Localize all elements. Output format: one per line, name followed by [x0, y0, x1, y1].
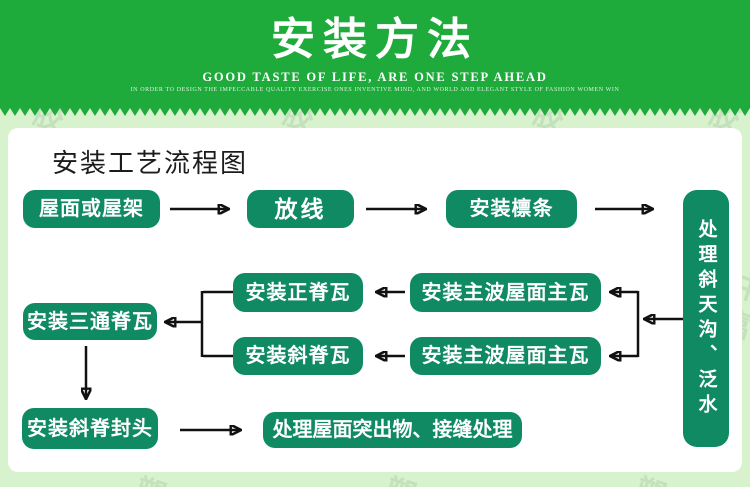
- node-roof-or-truss: 屋面或屋架: [23, 190, 160, 228]
- header-banner: 安装方法 GOOD TASTE OF LIFE, ARE ONE STEP AH…: [0, 0, 750, 108]
- node-layout-line: 放线: [247, 190, 354, 228]
- node-install-hip-ridge-tile: 安装斜脊瓦: [233, 337, 363, 375]
- banner-title: 安装方法: [271, 15, 479, 64]
- node-install-main-wave-roof-tile-1: 安装主波屋面主瓦: [410, 273, 601, 312]
- node-handle-protrusions-seams: 处理屋面突出物、接缝处理: [263, 412, 522, 448]
- node-handle-valley-flashing: 处理斜天沟、泛水: [683, 190, 729, 447]
- zigzag-edge: [0, 108, 750, 116]
- node-install-three-way-ridge-tile: 安装三通脊瓦: [23, 303, 157, 340]
- flowchart-title: 安装工艺流程图: [52, 148, 249, 178]
- node-install-main-wave-roof-tile-2: 安装主波屋面主瓦: [410, 337, 601, 375]
- banner-tagline: GOOD TASTE OF LIFE, ARE ONE STEP AHEAD: [202, 70, 548, 85]
- node-install-main-ridge-tile: 安装正脊瓦: [233, 273, 363, 312]
- node-install-purlin: 安装檩条: [446, 190, 577, 228]
- node-install-hip-ridge-end-cap: 安装斜脊封头: [22, 408, 158, 449]
- banner-subline: IN ORDER TO DESIGN THE IMPECCABLE QUALIT…: [130, 87, 620, 94]
